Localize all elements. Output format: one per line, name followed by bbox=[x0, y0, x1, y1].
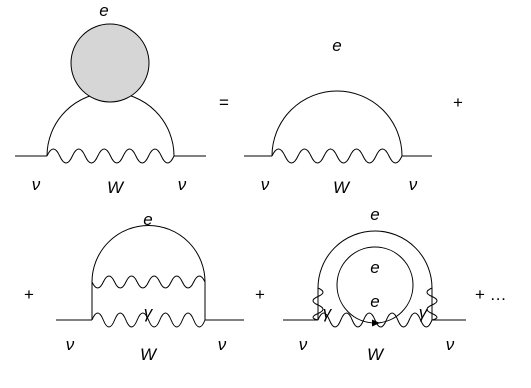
label-w-boson: W bbox=[367, 345, 385, 364]
label-w-boson: W bbox=[107, 178, 125, 197]
photon-wavy-line bbox=[91, 275, 206, 289]
diagram-full-self-energy: e ν W ν bbox=[15, 1, 206, 197]
photon-wavy-line-left bbox=[312, 287, 324, 321]
label-photon-right: γ bbox=[419, 303, 429, 322]
label-photon: γ bbox=[144, 303, 154, 322]
diagram-one-loop: e ν W ν bbox=[244, 36, 432, 197]
label-w-boson: W bbox=[333, 178, 351, 197]
ellipsis-term: + … bbox=[475, 285, 507, 304]
label-electron-loop-top: e bbox=[370, 258, 379, 277]
w-boson-wavy-line bbox=[46, 148, 175, 164]
label-neutrino-right: ν bbox=[446, 335, 455, 354]
label-electron: e bbox=[332, 36, 341, 55]
electron-propagator bbox=[317, 230, 433, 320]
label-neutrino-left: ν bbox=[299, 335, 308, 354]
self-energy-blob bbox=[70, 23, 150, 103]
photon-wavy-line-right bbox=[426, 287, 438, 321]
label-neutrino-left: ν bbox=[32, 175, 41, 194]
equals-sign: = bbox=[219, 93, 229, 112]
label-photon-left: γ bbox=[323, 303, 333, 322]
label-electron-loop-bottom: e bbox=[370, 292, 379, 311]
label-neutrino-right: ν bbox=[218, 335, 227, 354]
label-neutrino-left: ν bbox=[66, 335, 75, 354]
arrow-icon bbox=[372, 319, 380, 327]
w-boson-wavy-line bbox=[271, 148, 403, 164]
label-neutrino-left: ν bbox=[261, 175, 270, 194]
w-boson-wavy-line bbox=[91, 312, 206, 328]
label-neutrino-right: ν bbox=[178, 175, 187, 194]
label-w-boson: W bbox=[140, 345, 158, 364]
plus-sign: + bbox=[255, 285, 265, 304]
plus-sign: + bbox=[24, 285, 34, 304]
electron-propagator bbox=[91, 225, 206, 320]
w-boson-wavy-line bbox=[317, 312, 433, 328]
electron-propagator-arc bbox=[271, 90, 403, 157]
plus-sign: + bbox=[453, 93, 463, 112]
label-electron: e bbox=[143, 210, 152, 229]
diagram-photon-exchange: e γ ν W ν bbox=[56, 210, 244, 364]
diagram-vacuum-polarization: e e e γ γ ν W ν bbox=[283, 205, 466, 364]
label-neutrino-right: ν bbox=[409, 175, 418, 194]
label-electron: e bbox=[370, 205, 379, 224]
label-electron: e bbox=[99, 1, 108, 20]
